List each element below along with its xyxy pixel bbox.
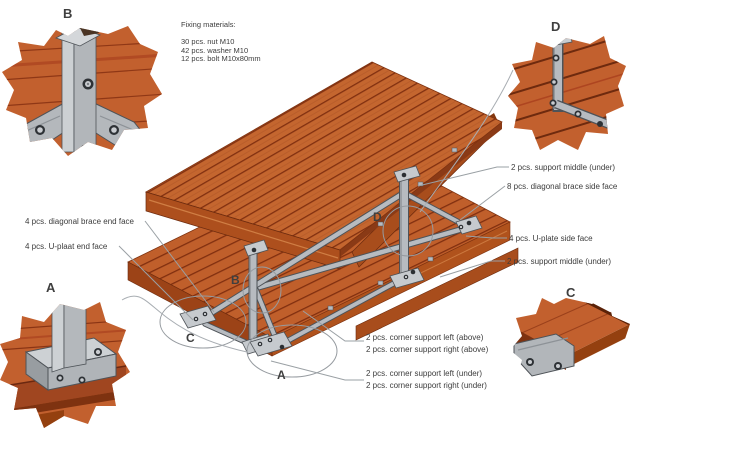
fixing-materials-item: 30 pcs. nut M10 xyxy=(181,37,235,46)
detail-circles xyxy=(159,205,434,378)
label-corner-support-left-above: 2 pcs. corner support left (above) xyxy=(366,333,484,342)
fixing-materials-item: 12 pcs. bolt M10x80mm xyxy=(181,54,261,63)
drawing-letter-b: B xyxy=(231,273,240,287)
bolts xyxy=(193,172,472,350)
metal-frame xyxy=(179,165,483,357)
label-corner-support-left-under: 2 pcs. corner support left (under) xyxy=(366,369,483,378)
label-u-plate-side-face: 4 pcs. U-plate side face xyxy=(509,234,593,243)
label-diagonal-brace-end-face: 4 pcs. diagonal brace end face xyxy=(25,217,134,226)
label-support-middle-top: 2 pcs. support middle (under) xyxy=(511,163,616,172)
top-deck xyxy=(144,61,503,270)
detail-inset-b xyxy=(2,26,162,156)
label-diagonal-brace-side-face: 8 pcs. diagonal brace side face xyxy=(507,182,618,191)
support-posts xyxy=(248,171,409,352)
label-support-middle-bottom: 2 pcs. support middle (under) xyxy=(507,257,612,266)
detail-inset-d xyxy=(508,36,626,150)
label-corner-support-right-under: 2 pcs. corner support right (under) xyxy=(366,380,487,390)
inset-letter-a: A xyxy=(46,280,56,295)
label-corner-support-under: 2 pcs. corner support left (under) 2 pcs… xyxy=(366,368,487,391)
fixing-materials-item: 42 pcs. washer M10 xyxy=(181,45,249,55)
label-corner-support-right-above: 2 pcs. corner support right (above) xyxy=(366,344,489,354)
drawing-letter-d: D xyxy=(373,210,382,224)
detail-inset-a xyxy=(0,302,130,428)
inset-letter-b: B xyxy=(63,6,73,21)
label-corner-support-above: 2 pcs. corner support left (above) 2 pcs… xyxy=(366,332,488,355)
label-u-plaat-end-face: 4 pcs. U-plaat end face xyxy=(25,242,108,251)
inset-letter-c: C xyxy=(566,285,576,300)
drawing-letter-a: A xyxy=(277,368,286,382)
drawing-letter-c: C xyxy=(186,331,195,345)
fixing-materials-block: Fixing materials: 30 pcs. nut M10 42 pcs… xyxy=(181,20,261,64)
detail-inset-c xyxy=(510,296,630,377)
leader-lines xyxy=(118,69,514,381)
fixing-materials-title: Fixing materials: xyxy=(181,20,236,29)
inset-letter-d: D xyxy=(551,19,561,34)
